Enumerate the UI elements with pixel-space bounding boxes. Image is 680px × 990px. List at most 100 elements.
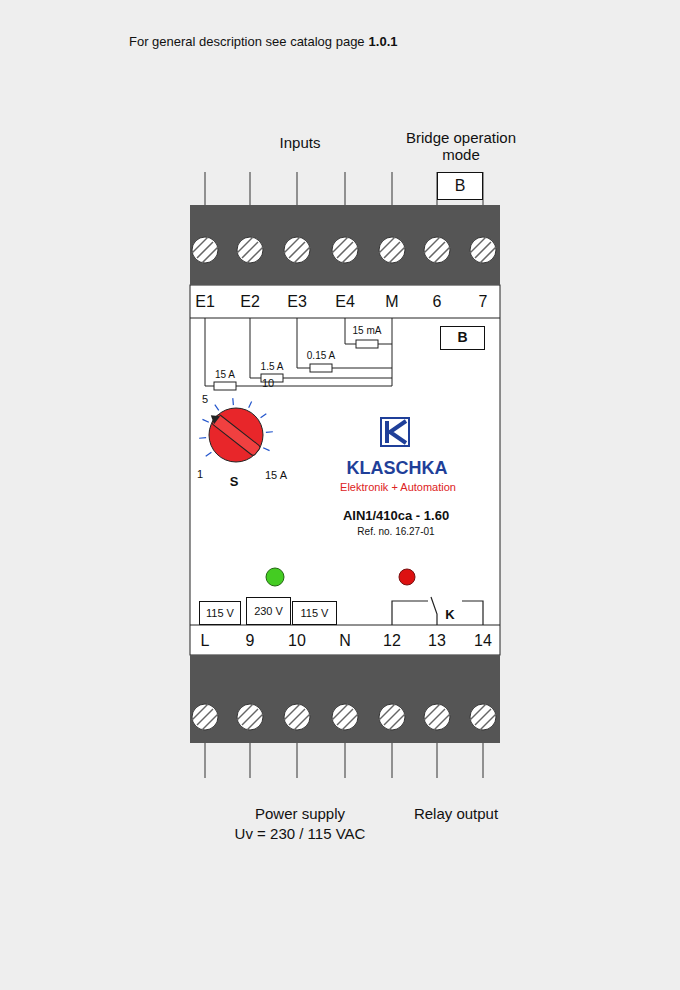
screw-slot	[379, 237, 395, 253]
note-text: For general description see catalog page	[129, 35, 365, 50]
dial-mark: 1	[197, 468, 203, 481]
relay-contact	[392, 597, 483, 625]
box-text: 115 V	[301, 607, 329, 619]
screw-slot	[475, 709, 491, 725]
terminal-screw	[379, 704, 405, 730]
green-led	[266, 568, 284, 586]
label-box: B	[437, 172, 483, 200]
screw-slot	[202, 714, 218, 730]
terminal-name: 14	[474, 632, 492, 650]
terminal-screw	[424, 237, 450, 263]
logo-icon	[381, 418, 409, 446]
screw-slot	[389, 247, 405, 263]
terminal-screw	[332, 237, 358, 263]
terminal-name: E4	[335, 293, 355, 311]
range-label: 15 A	[215, 369, 235, 381]
group-label: Relay output	[414, 805, 498, 822]
group-label: Bridge operation mode	[401, 129, 521, 164]
screw-slot	[470, 704, 486, 720]
label-box: B	[440, 326, 485, 350]
terminal-screw	[237, 704, 263, 730]
group-label: Inputs	[280, 134, 321, 151]
resistor-network	[205, 318, 392, 390]
screw-slot	[342, 247, 358, 263]
screw-slot	[192, 704, 208, 720]
dial-tick	[261, 414, 267, 418]
box-text: B	[455, 177, 466, 195]
terminal-wire	[345, 743, 346, 778]
terminal-wire	[297, 172, 298, 205]
terminal-name: 7	[479, 293, 488, 311]
terminal-screw	[332, 704, 358, 730]
terminal-name: 13	[428, 632, 446, 650]
range-label: 0.15 A	[307, 350, 335, 362]
screw-slot	[242, 709, 258, 725]
brand-tagline: Elektronik + Automation	[340, 481, 456, 494]
terminal-screw	[284, 704, 310, 730]
screw-slot	[429, 709, 445, 725]
screw-slot	[247, 247, 263, 263]
screw-slot	[434, 247, 450, 263]
terminal-wire	[205, 743, 206, 778]
wire-group	[205, 172, 483, 778]
housing-body	[190, 285, 500, 655]
screw-slot	[332, 704, 348, 720]
range-label: 15 mA	[353, 325, 382, 337]
label-box: 115 V	[199, 601, 241, 625]
screw-slot	[384, 709, 400, 725]
terminal-wire	[392, 172, 393, 205]
screw-group	[192, 237, 496, 730]
terminal-wire	[483, 743, 484, 778]
label-box: 115 V	[292, 601, 337, 625]
terminal-wire	[392, 743, 393, 778]
page-number: 1.0.1	[369, 35, 398, 50]
model-number: AIN1/410ca - 1.60	[343, 509, 449, 524]
box-text: 115 V	[206, 607, 234, 619]
box-text: B	[457, 330, 467, 345]
screw-slot	[434, 714, 450, 730]
terminal-name: 10	[288, 632, 306, 650]
screw-slot	[289, 709, 305, 725]
terminal-name: M	[385, 293, 398, 311]
terminal-screw	[379, 237, 405, 263]
terminal-name: E2	[240, 293, 260, 311]
dial-tick	[263, 448, 269, 451]
screw-slot	[337, 709, 353, 725]
screw-slot	[192, 237, 208, 253]
red-led	[399, 569, 415, 585]
label-box: 230 V	[246, 597, 291, 625]
terminal-block	[190, 205, 500, 285]
terminal-screw	[470, 237, 496, 263]
screw-slot	[237, 704, 253, 720]
brand-name: KLASCHKA	[347, 458, 448, 479]
screw-slot	[289, 242, 305, 258]
terminal-name: E3	[287, 293, 307, 311]
terminal-wire	[205, 172, 206, 205]
dial-mark: 5	[202, 393, 208, 406]
screw-slot	[480, 714, 496, 730]
rotary-switch	[199, 398, 273, 462]
screw-slot	[202, 247, 218, 263]
screw-slot	[470, 237, 486, 253]
box-text: 230 V	[254, 605, 283, 617]
terminal-screw	[470, 704, 496, 730]
terminal-screw	[424, 704, 450, 730]
dial-tick	[215, 405, 219, 411]
screw-slot	[342, 714, 358, 730]
terminal-screw	[237, 237, 263, 263]
terminal-wire	[345, 172, 346, 205]
screw-slot	[379, 704, 395, 720]
dial-mark: 10	[262, 377, 274, 390]
terminal-name: E1	[195, 293, 215, 311]
dial-tick	[206, 452, 212, 456]
screw-slot	[332, 237, 348, 253]
terminal-screw	[192, 237, 218, 263]
terminal-screw	[192, 704, 218, 730]
screw-slot	[242, 242, 258, 258]
group-label: Uv = 230 / 115 VAC	[235, 825, 366, 842]
group-label: Power supply	[255, 805, 345, 822]
dial-tick	[199, 437, 206, 439]
screw-slot	[480, 247, 496, 263]
terminal-name: N	[339, 632, 351, 650]
terminal-name: 6	[433, 293, 442, 311]
